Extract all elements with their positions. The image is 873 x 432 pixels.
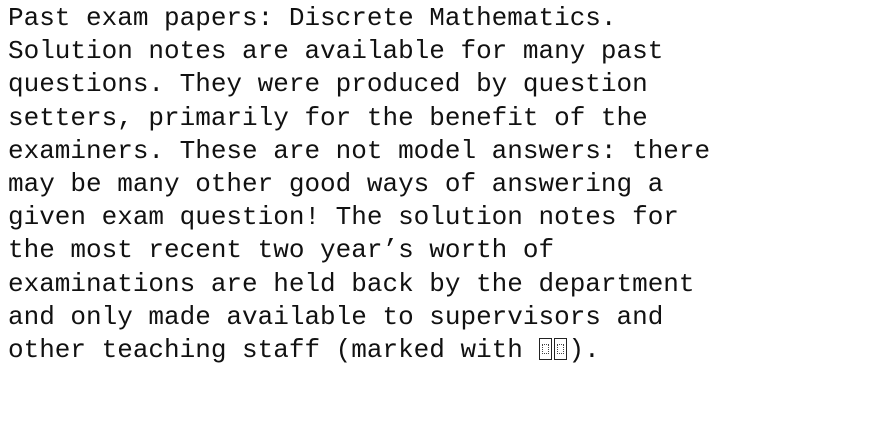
missing-glyph-icon — [538, 335, 569, 365]
document-body: Past exam papers: Discrete Mathematics. … — [8, 2, 868, 367]
text-line-6: may be many other good ways of answering… — [8, 169, 664, 200]
text-line-11: other teaching staff (marked with ). — [8, 334, 868, 367]
text-line-10: and only made available to supervisors a… — [8, 301, 664, 332]
text-line-3: questions. They were produced by questio… — [8, 69, 648, 100]
last-line-suffix: ). — [568, 335, 600, 366]
last-line-prefix: other teaching staff (marked with — [8, 335, 539, 366]
text-line-8: the most recent two year’s worth of — [8, 235, 555, 266]
text-line-4: setters, primarily for the benefit of th… — [8, 102, 648, 133]
text-line-1: Past exam papers: Discrete Mathematics. — [8, 3, 617, 33]
text-line-7: given exam question! The solution notes … — [8, 202, 679, 233]
text-line-5: examiners. These are not model answers: … — [8, 135, 711, 166]
text-line-2: Solution notes are available for many pa… — [8, 36, 664, 67]
text-line-9: examinations are held back by the depart… — [8, 268, 695, 299]
